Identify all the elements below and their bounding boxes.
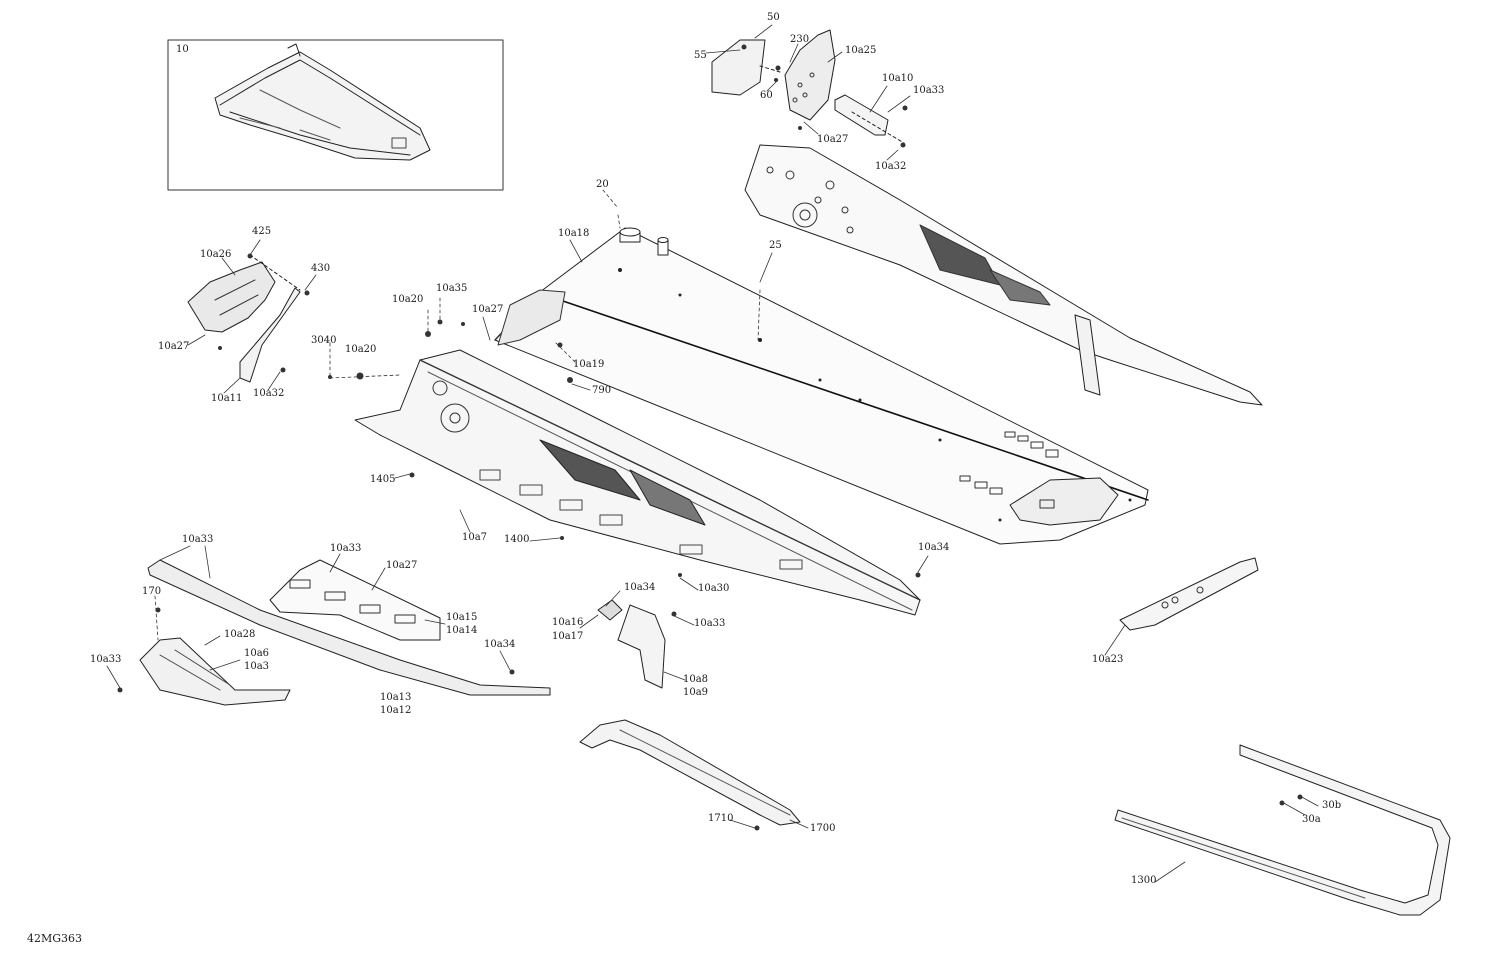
callout-1400: 1400 [504,534,530,545]
callout-10a30: 10a30 [698,583,730,594]
inset-label: 10 [176,44,189,55]
callout-10a34-front: 10a34 [484,639,516,650]
callout-10a20-b: 10a20 [345,344,377,355]
left-bracket [187,254,301,383]
callout-10a16: 10a16 [552,617,584,628]
diagram-reference-id: 42MG363 [27,932,83,945]
callout-430: 430 [311,263,331,274]
leader-lines [106,24,1319,883]
callout-10a9: 10a9 [683,687,709,698]
callout-3040: 3040 [311,335,337,346]
top-right-bracket [711,29,905,144]
callout-10a34-right: 10a34 [918,542,950,553]
callout-10a23: 10a23 [1092,654,1124,665]
callout-10a7: 10a7 [462,532,488,543]
callout-10a12: 10a12 [380,705,412,716]
callout-10a19: 10a19 [573,359,605,370]
mid-bracket [597,599,666,689]
callout-10a32-left: 10a32 [253,388,285,399]
fasteners [117,44,1303,831]
callout-25: 25 [769,240,782,251]
inset-assembly [167,39,504,191]
callout-10a33-top: 10a33 [913,85,945,96]
tunnel-plate [494,227,1149,545]
callout-30a: 30a [1302,814,1321,825]
callout-10a28: 10a28 [224,629,256,640]
callout-1700: 1700 [810,823,836,834]
callout-10a15: 10a15 [446,612,478,623]
callout-10a10: 10a10 [882,73,914,84]
callout-10a33-front-3: 10a33 [90,654,122,665]
callout-20: 20 [596,179,609,190]
callout-1710: 1710 [708,813,734,824]
front-bumper [139,559,551,706]
rear-bumper [1114,744,1451,916]
lower-rail [579,719,801,826]
callout-10a27-mid: 10a27 [472,304,504,315]
rear-rail-bracket [1119,557,1259,631]
callout-170: 170 [142,586,162,597]
callout-10a27-front: 10a27 [386,560,418,571]
right-side-rail [744,144,1263,406]
callout-60: 60 [760,90,773,101]
callout-790: 790 [592,385,612,396]
callout-10a27-top: 10a27 [817,134,849,145]
callout-1405: 1405 [370,474,396,485]
callout-10a25: 10a25 [845,45,877,56]
callout-10a35: 10a35 [436,283,468,294]
callout-10a33-front-2: 10a33 [330,543,362,554]
callout-30b: 30b [1322,800,1342,811]
callout-10a3: 10a3 [244,661,270,672]
callout-230: 230 [790,34,810,45]
callout-10a32-top: 10a32 [875,161,907,172]
callout-10a14: 10a14 [446,625,478,636]
callout-10a13: 10a13 [380,692,412,703]
callout-55: 55 [694,50,707,61]
callout-1300: 1300 [1131,875,1157,886]
callout-10a34-mid: 10a34 [624,582,656,593]
callout-10a6: 10a6 [244,648,270,659]
callout-10a26: 10a26 [200,249,232,260]
callout-425: 425 [252,226,272,237]
callout-10a18: 10a18 [558,228,590,239]
callout-10a33-mid: 10a33 [694,618,726,629]
callout-10a11: 10a11 [211,393,243,404]
callout-10a8: 10a8 [683,674,709,685]
callout-10a17: 10a17 [552,631,584,642]
callout-10a33-front-1: 10a33 [182,534,214,545]
callout-10a27-left: 10a27 [158,341,190,352]
callout-10a20-a: 10a20 [392,294,424,305]
left-side-rail [354,349,921,616]
callout-50: 50 [767,12,780,23]
